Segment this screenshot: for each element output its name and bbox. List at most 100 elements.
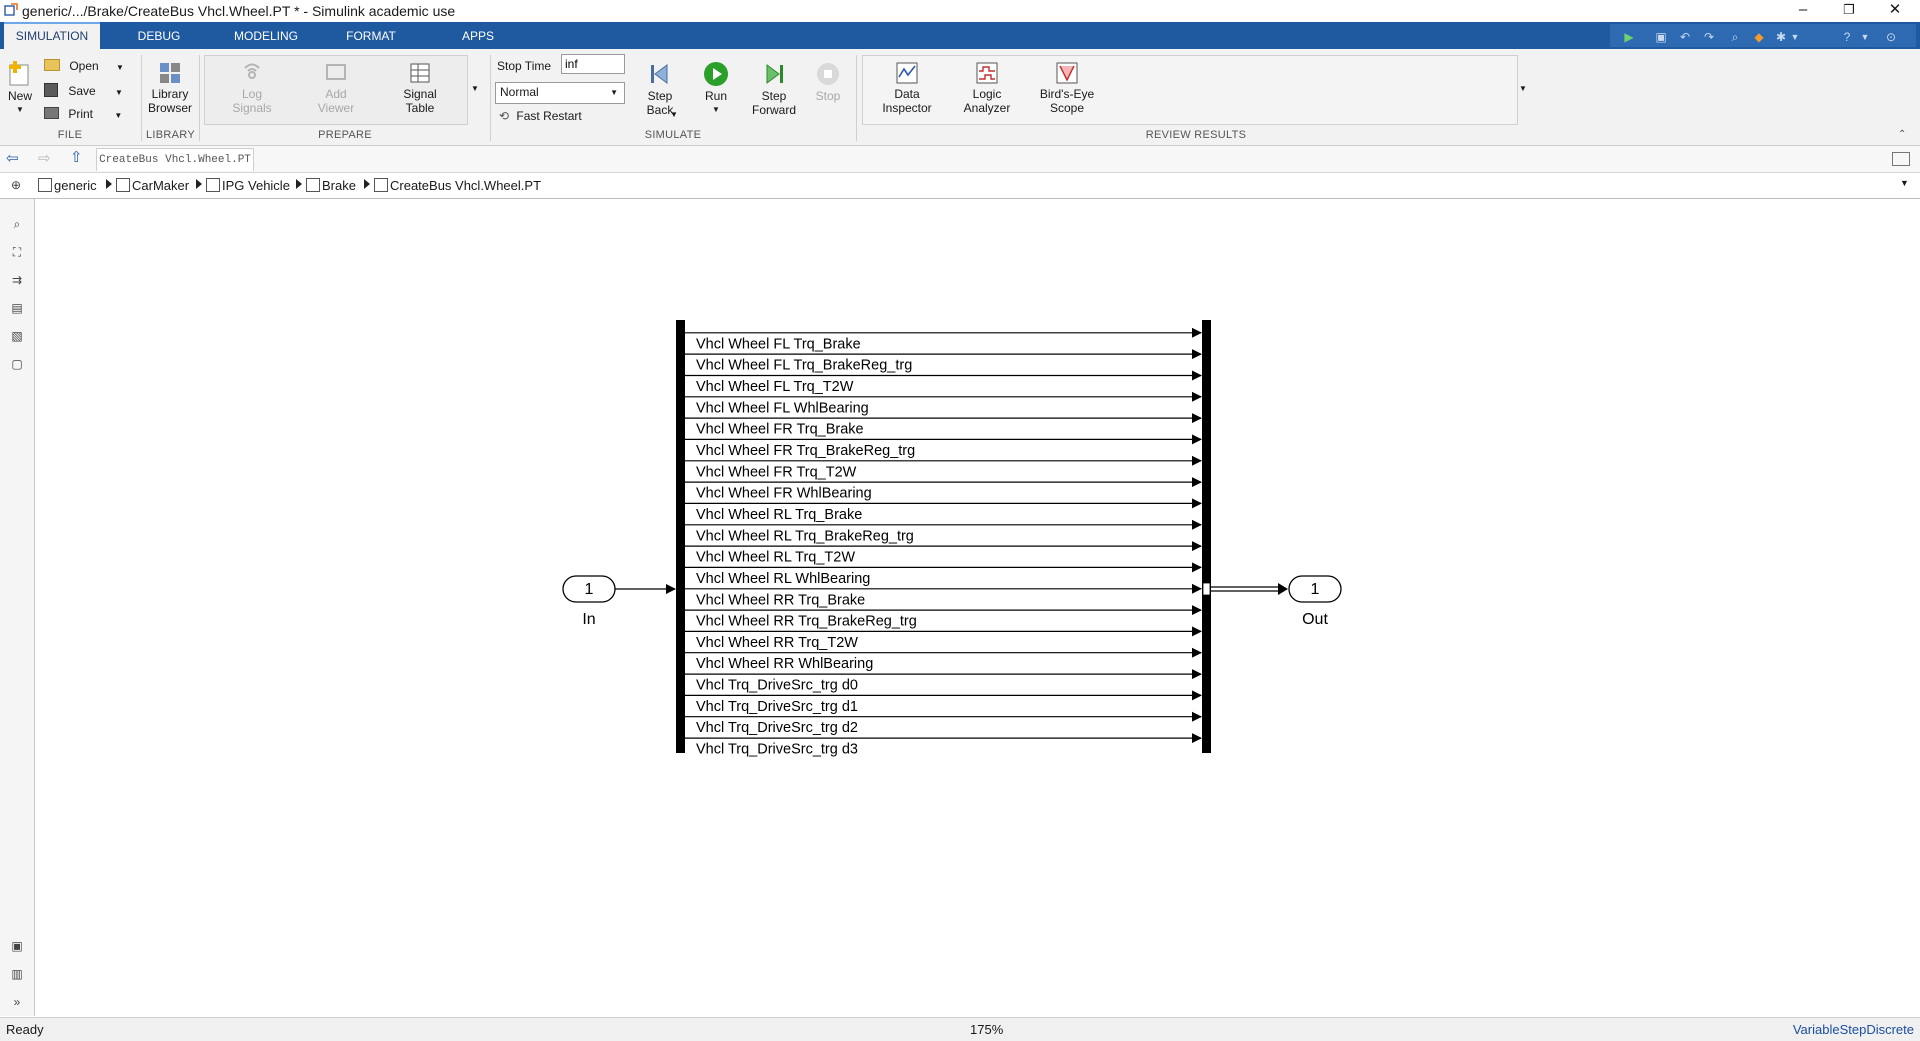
signal-label: Vhcl Wheel RR Trq_T2W xyxy=(696,635,858,651)
tab-apps[interactable]: APPS xyxy=(461,29,494,43)
stop-time-input[interactable] xyxy=(561,54,625,74)
zoom-level[interactable]: 175% xyxy=(970,1022,1004,1037)
logic-analyzer-button[interactable]: Logic Analyzer xyxy=(956,61,1018,115)
run-button[interactable]: Run ▼ xyxy=(700,61,732,114)
save-button[interactable]: Save ▼ xyxy=(44,83,123,98)
new-button[interactable]: New ▼ xyxy=(4,59,36,114)
save-quick-icon[interactable]: ▣ xyxy=(1655,30,1667,44)
stop-icon xyxy=(817,63,839,85)
simulation-mode-select[interactable]: Normal ▼ xyxy=(495,82,625,104)
library-browser-label-1: Library xyxy=(151,87,189,101)
add-viewer-button[interactable]: Add Viewer xyxy=(310,61,362,115)
log-signals-label-1: Log xyxy=(241,87,263,101)
save-icon xyxy=(44,83,58,97)
step-forward-icon xyxy=(766,64,783,84)
signal-table-button[interactable]: Signal Table xyxy=(394,61,446,115)
birds-eye-scope-button[interactable]: Bird's-Eye Scope xyxy=(1036,61,1098,115)
open-button[interactable]: Open ▼ xyxy=(44,59,124,73)
help-chevron-down-icon[interactable]: ▼ xyxy=(1860,32,1870,42)
community-icon[interactable]: ✱ xyxy=(1775,30,1787,44)
redo-icon[interactable]: ↷ xyxy=(1703,30,1715,44)
tab-format[interactable]: FORMAT xyxy=(346,29,396,43)
log-signals-icon xyxy=(244,63,260,79)
signal-label: Vhcl Trq_DriveSrc_trg d3 xyxy=(696,742,858,758)
title-bar: generic/.../Brake/CreateBus Vhcl.Wheel.P… xyxy=(0,0,1920,22)
restore-button[interactable]: ❐ xyxy=(1843,2,1855,17)
demux-block[interactable] xyxy=(676,320,685,753)
forward-icon[interactable]: ⇨ xyxy=(38,150,51,167)
print-button[interactable]: Print ▼ xyxy=(44,107,122,121)
signal-routing-icon[interactable]: ⇉ xyxy=(11,273,23,287)
divider xyxy=(856,55,857,141)
bus-creator-block[interactable] xyxy=(1202,320,1211,753)
bus-output-line[interactable] xyxy=(1211,583,1288,595)
signal-label: Vhcl Wheel FL Trq_BrakeReg_trg xyxy=(696,358,912,374)
step-forward-label-1: Step xyxy=(761,89,787,103)
birds-eye-scope-label-1: Bird's-Eye xyxy=(1039,87,1095,101)
model-browser-toggle-icon[interactable] xyxy=(1892,152,1910,166)
collapse-icon[interactable]: ⊙ xyxy=(1885,30,1897,44)
expand-palette-icon[interactable]: » xyxy=(13,995,21,1009)
screenshot-icon[interactable]: ▣ xyxy=(11,939,23,953)
hide-explorer-icon[interactable]: ⊕ xyxy=(11,178,22,192)
area-icon[interactable]: ▢ xyxy=(11,357,23,371)
window-title: generic/.../Brake/CreateBus Vhcl.Wheel.P… xyxy=(22,3,456,19)
data-inspector-button[interactable]: Data Inspector xyxy=(876,61,938,115)
breadcrumb-item-generic[interactable]: generic xyxy=(38,178,97,193)
minimize-button[interactable]: – xyxy=(1798,1,1808,18)
inport-label: In xyxy=(582,611,595,628)
step-back-button[interactable]: Step Back ▼ xyxy=(640,61,680,119)
quick-access-toolbar: ▶ ▣ ↶ ↷ ⌕ ◆ ✱ ▼ ? ▼ ⊙ xyxy=(1610,24,1916,47)
section-simulate: SIMULATE xyxy=(644,129,702,141)
review-chevron-down-icon[interactable]: ▼ xyxy=(1519,84,1527,93)
log-signals-button[interactable]: Log Signals xyxy=(226,61,278,115)
zoom-icon[interactable]: ⌕ xyxy=(13,217,21,231)
library-browser-button[interactable]: Library Browser xyxy=(146,61,194,115)
annotation-icon[interactable]: ▤ xyxy=(11,301,23,315)
section-prepare: PREPARE xyxy=(318,129,372,141)
gallery-chevron-down-icon[interactable]: ▼ xyxy=(471,84,479,93)
explorer-bar: ⇦ ⇨ ⇧ CreateBus Vhcl.Wheel.PT xyxy=(0,146,1920,173)
tab-modeling[interactable]: MODELING xyxy=(233,29,298,43)
ribbon-tab-strip: SIMULATION DEBUG MODELING FORMAT APPS ▶ … xyxy=(0,22,1920,49)
fast-restart-button[interactable]: ⟲ Fast Restart xyxy=(499,109,582,123)
bus-output-port xyxy=(1202,582,1211,596)
solver-link[interactable]: VariableStepDiscrete xyxy=(1792,1022,1914,1037)
logic-analyzer-icon xyxy=(976,62,998,84)
breadcrumb-item-ipg-vehicle[interactable]: IPG Vehicle xyxy=(206,178,290,193)
help-icon[interactable]: ? xyxy=(1843,30,1851,44)
collapse-ribbon-icon[interactable]: ⌃ xyxy=(1898,129,1907,140)
back-icon[interactable]: ⇦ xyxy=(6,150,19,167)
matlab-icon[interactable]: ◆ xyxy=(1754,30,1764,44)
undo-icon[interactable]: ↶ xyxy=(1679,30,1691,44)
birds-eye-scope-label-2: Scope xyxy=(1049,101,1085,115)
simulink-app-icon xyxy=(4,3,18,16)
property-inspector-icon[interactable]: ▥ xyxy=(11,967,23,981)
subsystem-icon xyxy=(306,178,320,192)
tab-simulation[interactable]: SIMULATION xyxy=(4,22,100,49)
stop-button[interactable]: Stop xyxy=(812,61,844,103)
inport-block[interactable]: 1 xyxy=(562,575,616,603)
signal-table-label-2: Table xyxy=(405,101,435,115)
tab-debug[interactable]: DEBUG xyxy=(137,29,181,43)
model-tab[interactable]: CreateBus Vhcl.Wheel.PT xyxy=(96,148,254,171)
signal-label: Vhcl Trq_DriveSrc_trg d2 xyxy=(696,720,858,736)
fit-to-view-icon[interactable]: ⛶ xyxy=(12,245,22,259)
up-to-parent-icon[interactable]: ⇧ xyxy=(70,149,83,166)
chevron-down-icon[interactable]: ▼ xyxy=(1790,32,1800,42)
breadcrumb-item-createbus[interactable]: CreateBus Vhcl.Wheel.PT xyxy=(374,178,541,193)
close-button[interactable]: ✕ xyxy=(1888,1,1902,18)
image-icon[interactable]: ▧ xyxy=(11,329,23,343)
breadcrumb-item-brake[interactable]: Brake xyxy=(306,178,356,193)
step-forward-button[interactable]: Step Forward xyxy=(750,61,798,117)
run-quick-icon[interactable]: ▶ xyxy=(1624,30,1634,44)
outport-block[interactable]: 1 xyxy=(1288,575,1342,603)
breadcrumb-item-carmaker[interactable]: CarMaker xyxy=(116,178,189,193)
breadcrumb-chevron-down-icon[interactable]: ▼ xyxy=(1900,178,1909,188)
divider xyxy=(490,55,491,141)
save-chevron-down-icon: ▼ xyxy=(115,88,123,97)
search-icon[interactable]: ⌕ xyxy=(1731,30,1739,44)
